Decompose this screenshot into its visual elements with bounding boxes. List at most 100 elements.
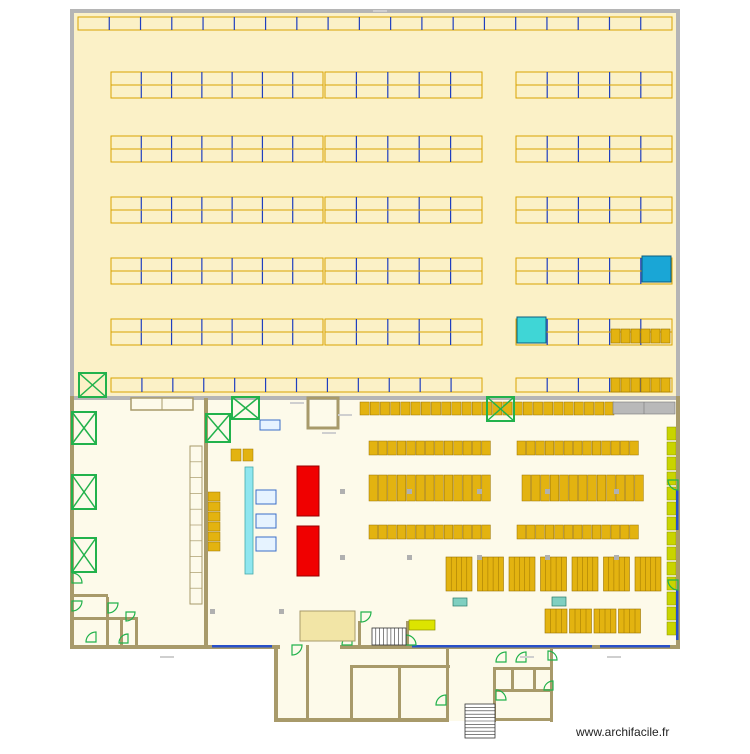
- pallet-row-1-left: [434, 440, 444, 456]
- watermark[interactable]: www.archifacile.fr: [576, 725, 670, 739]
- pallet-cell: [640, 377, 651, 393]
- pallet-stack: [603, 556, 630, 592]
- pallet-row-3-right: [610, 524, 620, 540]
- pallet-row-1-left: [443, 440, 454, 456]
- door-icon: [435, 694, 447, 706]
- pallet-stack: [508, 556, 536, 592]
- pallet-row-3-right: [629, 524, 639, 540]
- pallet-right-column: [666, 561, 677, 576]
- pallet-row-3-right: [526, 524, 536, 540]
- pallet-row-1-left: [472, 440, 482, 456]
- pallet-layer: [207, 401, 677, 636]
- pallet-stack: [540, 556, 567, 592]
- pallet-row-1-right: [535, 440, 545, 456]
- pallet-row-2-right: [634, 474, 644, 502]
- pallet-row-3-left: [378, 524, 388, 540]
- wall-segment: [493, 667, 553, 670]
- pallet-cell: [620, 328, 631, 344]
- pallet-row-1-right: [629, 440, 639, 456]
- wall-segment: [274, 645, 278, 722]
- post-icon: [477, 555, 482, 560]
- pallet-row-3-left: [406, 524, 416, 540]
- dimension-mark: [607, 656, 621, 658]
- stair-icon: [371, 627, 407, 646]
- pallet-row-3-right: [535, 524, 545, 540]
- wall-segment: [533, 667, 536, 689]
- pallet-small: [230, 448, 242, 462]
- door-icon: [547, 650, 558, 661]
- pallet-row-2-left: [434, 474, 444, 502]
- pallet-row-1-left: [387, 440, 397, 456]
- door-icon: [495, 689, 507, 701]
- door-icon: [83, 537, 97, 556]
- workstation: [255, 513, 277, 529]
- pallet-top-strip: [359, 401, 370, 416]
- door-icon: [486, 396, 501, 410]
- pallet-row-3-left: [481, 524, 491, 540]
- pallet-row-3-left: [425, 524, 435, 540]
- wall-segment: [676, 9, 680, 399]
- pallet-top-strip: [400, 401, 411, 416]
- pallet-row-1-right: [563, 440, 573, 456]
- door-icon: [83, 427, 97, 445]
- pallet-row-1-left: [425, 440, 435, 456]
- workstation: [255, 489, 277, 505]
- window-segment: [600, 645, 670, 648]
- wall-segment: [120, 617, 123, 645]
- pallet-row-1-left: [368, 440, 378, 456]
- door-icon: [543, 680, 554, 691]
- pallet-row-3-right: [591, 524, 602, 540]
- wall-segment: [446, 645, 449, 722]
- dimension-mark: [322, 432, 336, 434]
- door-icon: [71, 572, 83, 584]
- pallet-row-2-right: [531, 474, 541, 502]
- door-icon: [205, 413, 231, 443]
- window-segment: [412, 645, 592, 648]
- pallet-right-column: [666, 441, 677, 456]
- door-icon: [71, 474, 85, 493]
- door-icon: [205, 413, 219, 429]
- door-icon: [83, 474, 97, 493]
- left-room-floor: [72, 398, 206, 646]
- pallet-row-2-right: [578, 474, 588, 502]
- door-icon: [500, 396, 515, 410]
- pallet-row-1-right: [544, 440, 555, 456]
- door-icon: [71, 491, 85, 510]
- pallet-row-2-left: [387, 474, 397, 502]
- pallet-stack: [634, 556, 662, 592]
- pallet-row-1-right: [601, 440, 611, 456]
- wall-segment: [493, 689, 553, 692]
- door-icon: [71, 474, 97, 510]
- pallet-left-column: [207, 501, 221, 512]
- rack-row-top: [77, 16, 673, 31]
- pallet-row-2-right: [587, 474, 597, 502]
- pallet-row-3-right: [563, 524, 573, 540]
- wall-segment: [358, 621, 361, 647]
- door-icon: [667, 579, 679, 591]
- pallet-row-1-left: [378, 440, 388, 456]
- red-zone-upper: [296, 465, 320, 517]
- pallet-row-2-left: [462, 474, 472, 502]
- door-icon: [231, 407, 246, 420]
- pallet-row-2-left: [415, 474, 425, 502]
- wall-segment: [550, 645, 553, 722]
- pallet-row-3-right: [573, 524, 583, 540]
- pallet-row-1-right: [573, 440, 583, 456]
- door-icon: [78, 384, 93, 398]
- wall-segment: [306, 645, 309, 720]
- post-icon: [407, 555, 412, 560]
- door-icon: [71, 411, 85, 429]
- pallet-right-column: [666, 456, 677, 471]
- wall-segment: [70, 9, 74, 399]
- pallet-top-strip: [461, 401, 472, 416]
- pallet-cell: [660, 328, 671, 344]
- pallet-top-strip: [522, 401, 533, 416]
- pallet-row-3-left: [368, 524, 378, 540]
- pallet-row-2-right: [568, 474, 578, 502]
- door-icon: [85, 631, 97, 643]
- wall-segment: [70, 645, 280, 649]
- pallet-top-strip: [369, 401, 380, 416]
- dimension-mark: [290, 402, 304, 404]
- pallet-row-3-right: [516, 524, 526, 540]
